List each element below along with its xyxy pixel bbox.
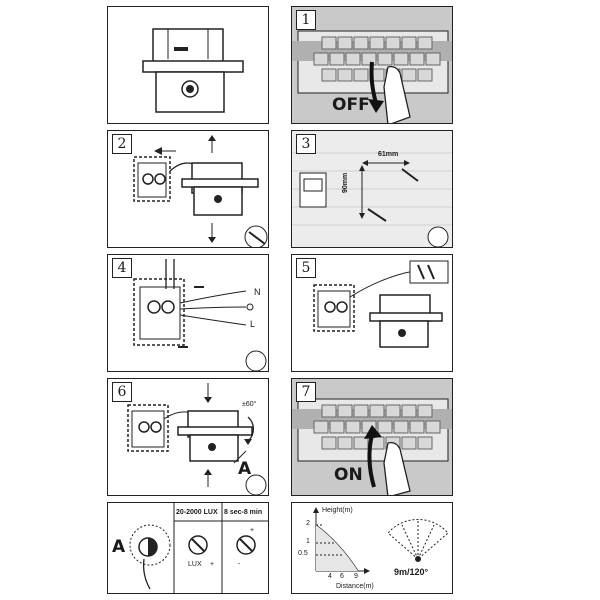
step-number: 2 [112,134,132,154]
settings-illustration [129,503,268,593]
off-label: OFF [332,95,370,115]
live-label: L [250,319,256,329]
x-tick-6: 6 [340,573,344,580]
step-number: 6 [112,382,132,402]
y-tick-1: 1 [306,538,310,545]
x-tick-9: 9 [354,573,358,580]
panel-settings: A 20-2000 LUX 8 sec-8 min LUX + + - [107,502,269,594]
settings-callout-a: A [112,537,126,557]
time-range-header: 8 sec-8 min [224,509,263,516]
y-axis-label: Height(m) [322,507,353,514]
lamp-product-illustration [142,28,244,113]
wall-drill-illustration [292,152,452,247]
panel-step-4: 4 N L [107,254,269,372]
horizontal-dimension: 61mm [378,151,399,158]
y-tick-0-5: 0.5 [298,550,308,557]
panel-step-7: 7 ON [291,378,453,496]
x-axis-label: Distance(m) [336,583,374,590]
panel-step-6: 6 ±60° A [107,378,269,496]
panel-step-2: 2 [107,130,269,248]
y-tick-2: 2 [306,520,310,527]
panel-detection-range: Height(m) 2 1 0.5 4 6 9 Distance(m) 9m/1… [291,502,453,594]
detection-range-illustration [313,507,449,574]
step-number: 5 [296,258,316,278]
rotation-angle: ±60° [242,401,257,408]
panel-step-3: 3 61mm 90mm [291,130,453,248]
connect-lamp-illustration [313,260,449,348]
time-minus: - [238,561,241,568]
step-number: 3 [296,134,316,154]
panel-product-view [107,6,269,124]
time-plus: + [250,527,255,534]
vertical-dimension: 90mm [342,172,349,193]
on-label: ON [334,465,363,485]
lux-range-header: 20-2000 LUX [176,509,218,516]
step-number: 4 [112,258,132,278]
step-number: 1 [296,10,316,30]
remove-base-illustration [133,135,268,247]
neutral-label: N [254,287,261,297]
lux-dial-label: LUX [188,561,202,568]
breaker-off-illustration [292,30,452,123]
breaker-on-illustration [292,398,452,495]
x-tick-4: 4 [328,573,332,580]
step-number: 7 [296,382,316,402]
detection-range-label: 9m/120° [394,567,429,577]
panel-step-1: 1 OFF [291,6,453,124]
lux-plus: + [210,561,215,568]
wiring-illustration [133,259,267,371]
mount-lamp-illustration [127,383,267,495]
panel-step-5: 5 [291,254,453,372]
callout-a: A [238,459,252,479]
